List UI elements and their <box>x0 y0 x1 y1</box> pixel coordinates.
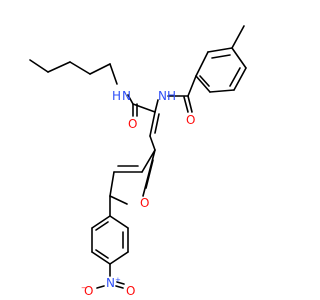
bond <box>116 281 125 285</box>
atom-label: O <box>140 196 149 210</box>
bond <box>96 285 105 289</box>
bond <box>132 103 156 113</box>
bond <box>109 63 118 85</box>
bond <box>91 215 111 229</box>
bond <box>109 195 128 205</box>
bond <box>109 215 129 229</box>
bond <box>154 113 160 134</box>
atom-label: O <box>84 284 93 298</box>
bond <box>199 75 210 87</box>
bond <box>231 25 245 49</box>
atom-label: N <box>122 89 131 103</box>
bond <box>183 96 189 113</box>
bond <box>231 47 247 69</box>
bond <box>195 75 211 93</box>
bond <box>47 61 71 73</box>
bond <box>195 51 209 77</box>
atom-label: N <box>106 276 115 290</box>
bond <box>187 95 193 113</box>
bond <box>109 171 115 197</box>
bond <box>95 249 109 259</box>
charge-label: − <box>81 284 87 292</box>
atom-label: N <box>158 89 167 103</box>
atom-label: O <box>186 113 195 127</box>
atom-label: H <box>112 89 121 103</box>
bond <box>95 221 109 231</box>
bond <box>69 61 91 75</box>
atom-label: O <box>126 284 135 298</box>
bond <box>211 54 231 59</box>
bond <box>149 135 156 151</box>
charge-label: + <box>115 276 121 284</box>
bond <box>187 75 197 97</box>
bond <box>127 94 134 105</box>
bond <box>145 159 154 189</box>
atom-label: H <box>167 89 176 103</box>
bond <box>141 149 156 173</box>
bond <box>29 59 49 73</box>
molecule-canvas: H N O N H O O N + O − O <box>29 25 247 298</box>
bond <box>233 67 247 91</box>
bond <box>229 67 241 87</box>
bond <box>109 251 129 265</box>
bond <box>209 89 235 93</box>
bond <box>91 251 111 265</box>
bond <box>115 285 124 289</box>
bond <box>89 63 111 75</box>
structure-diagram: H N O N H O O N + O − O <box>29 25 247 298</box>
bond <box>207 47 233 53</box>
bond <box>154 99 159 113</box>
bond <box>149 111 156 137</box>
atom-label: O <box>128 117 137 131</box>
